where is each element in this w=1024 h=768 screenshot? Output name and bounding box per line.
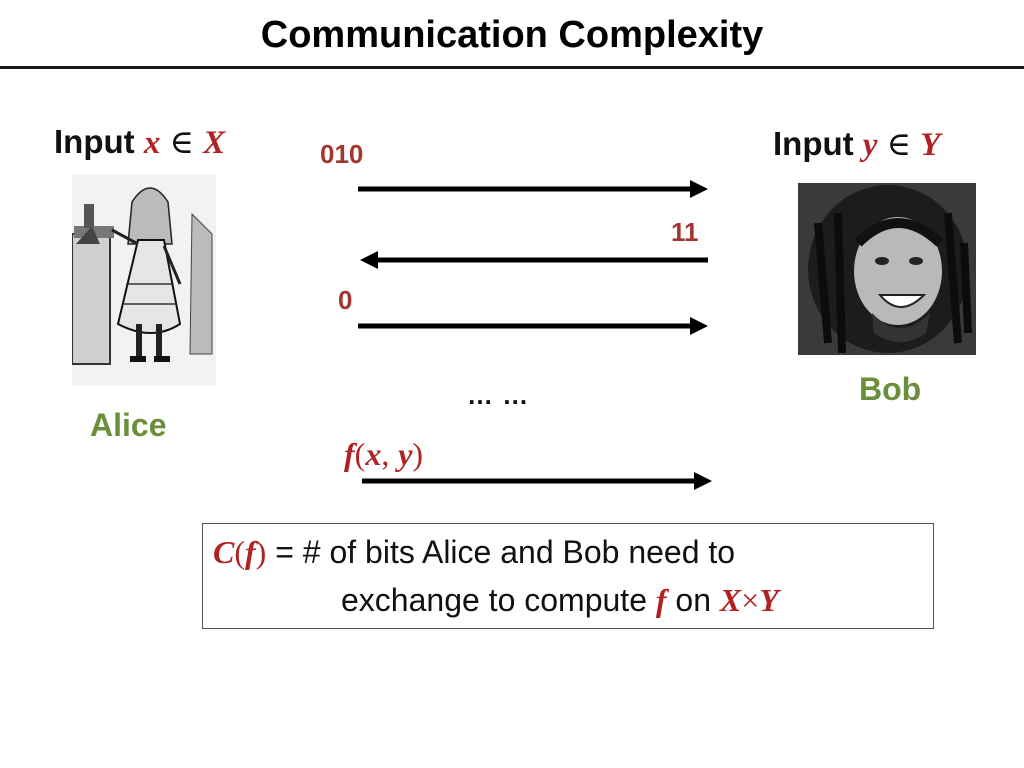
alice-input-set: X xyxy=(203,125,226,161)
bob-input-set: Y xyxy=(920,127,941,163)
definition-f2: f xyxy=(655,582,667,618)
arrow-alice-to-bob-1 xyxy=(358,180,708,198)
alice-element-of-symbol: ∈ xyxy=(169,122,194,161)
definition-on-text: on xyxy=(666,582,720,618)
definition-open-paren: ( xyxy=(234,534,245,570)
output-function-label: f(x, y) xyxy=(344,436,423,473)
output-open-paren: ( xyxy=(354,436,366,472)
title-divider xyxy=(0,66,1024,69)
definition-X: X xyxy=(719,582,742,618)
definition-line-2: exchange to compute f on X×Y xyxy=(341,582,779,619)
bob-input-word: Input xyxy=(773,125,854,162)
definition-times: × xyxy=(741,582,760,618)
arrow-bob-to-alice xyxy=(360,251,708,269)
definition-text-1: = # of bits Alice and Bob need to xyxy=(266,534,736,570)
output-f: f xyxy=(344,436,355,472)
alice-name: Alice xyxy=(90,407,167,443)
definition-box: C(f) = # of bits Alice and Bob need to e… xyxy=(202,523,934,629)
message-bits-1: 010 xyxy=(320,139,364,169)
bob-element-of-symbol: ∈ xyxy=(886,124,912,163)
alice-input-label: Input x ∈ X xyxy=(54,122,225,162)
output-x: x xyxy=(365,436,382,472)
output-close-paren: ) xyxy=(412,436,424,472)
message-bits-2: 11 xyxy=(671,217,699,247)
definition-Y: Y xyxy=(759,582,779,618)
bob-input-var: y xyxy=(862,127,878,163)
bob-name: Bob xyxy=(859,371,922,407)
definition-f: f xyxy=(245,534,256,570)
arrow-alice-to-bob-2 xyxy=(358,317,708,335)
message-bits-3: 0 xyxy=(338,285,353,315)
ellipsis: … … xyxy=(467,380,530,410)
definition-line-1: C(f) = # of bits Alice and Bob need to xyxy=(213,534,735,571)
output-y: y xyxy=(398,436,413,472)
slide-title: Communication Complexity xyxy=(260,14,764,56)
definition-C: C xyxy=(213,534,235,570)
definition-text-2: exchange to compute xyxy=(341,582,656,618)
bob-portrait xyxy=(798,183,976,355)
bob-input-label: Input y ∈ Y xyxy=(773,124,940,164)
output-comma: , xyxy=(381,436,390,472)
arrow-output xyxy=(362,472,712,490)
definition-close-paren: ) xyxy=(255,534,267,570)
alice-input-var: x xyxy=(143,125,161,161)
alice-illustration xyxy=(72,174,216,386)
alice-input-word: Input xyxy=(54,123,135,160)
